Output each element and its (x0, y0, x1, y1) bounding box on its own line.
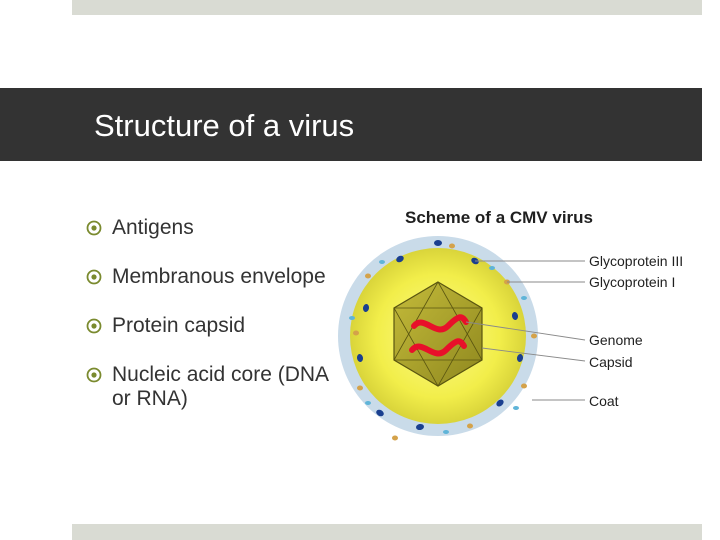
label-coat: Coat (589, 393, 619, 409)
bullet-text: Nucleic acid core (DNA (112, 363, 330, 386)
target-bullet-icon (86, 367, 102, 383)
title-band (0, 88, 702, 161)
cmv-virus-diagram (338, 236, 586, 441)
target-bullet-icon (86, 220, 102, 236)
bullet-item: Antigens (86, 216, 386, 240)
target-bullet-icon (86, 318, 102, 334)
bullet-item: Nucleic acid core (DNA or RNA) (86, 363, 386, 411)
bullet-item: Membranous envelope (86, 265, 386, 289)
label-genome: Genome (589, 332, 643, 348)
bullet-text: Antigens (112, 216, 194, 239)
bottom-accent-bar (72, 524, 702, 540)
bullet-text: Membranous envelope (112, 265, 326, 288)
diagram-title: Scheme of a CMV virus (405, 208, 594, 227)
glycoprotein-spikes (349, 240, 537, 441)
label-capsid: Capsid (589, 354, 633, 370)
top-accent-bar (72, 0, 702, 15)
bullet-item: Protein capsid (86, 314, 386, 338)
bullet-text-continued: or RNA) (112, 387, 188, 410)
bullet-text: Protein capsid (112, 314, 246, 337)
bullet-list: Antigens Membranous envelope Protein cap… (86, 216, 386, 436)
label-glycoprotein-iii: Glycoprotein III (589, 253, 684, 269)
genome-strands (409, 314, 469, 357)
slide-title: Structure of a virus (94, 108, 355, 143)
label-leader-lines (465, 260, 586, 401)
label-glycoprotein-i: Glycoprotein I (589, 274, 676, 290)
target-bullet-icon (86, 269, 102, 285)
